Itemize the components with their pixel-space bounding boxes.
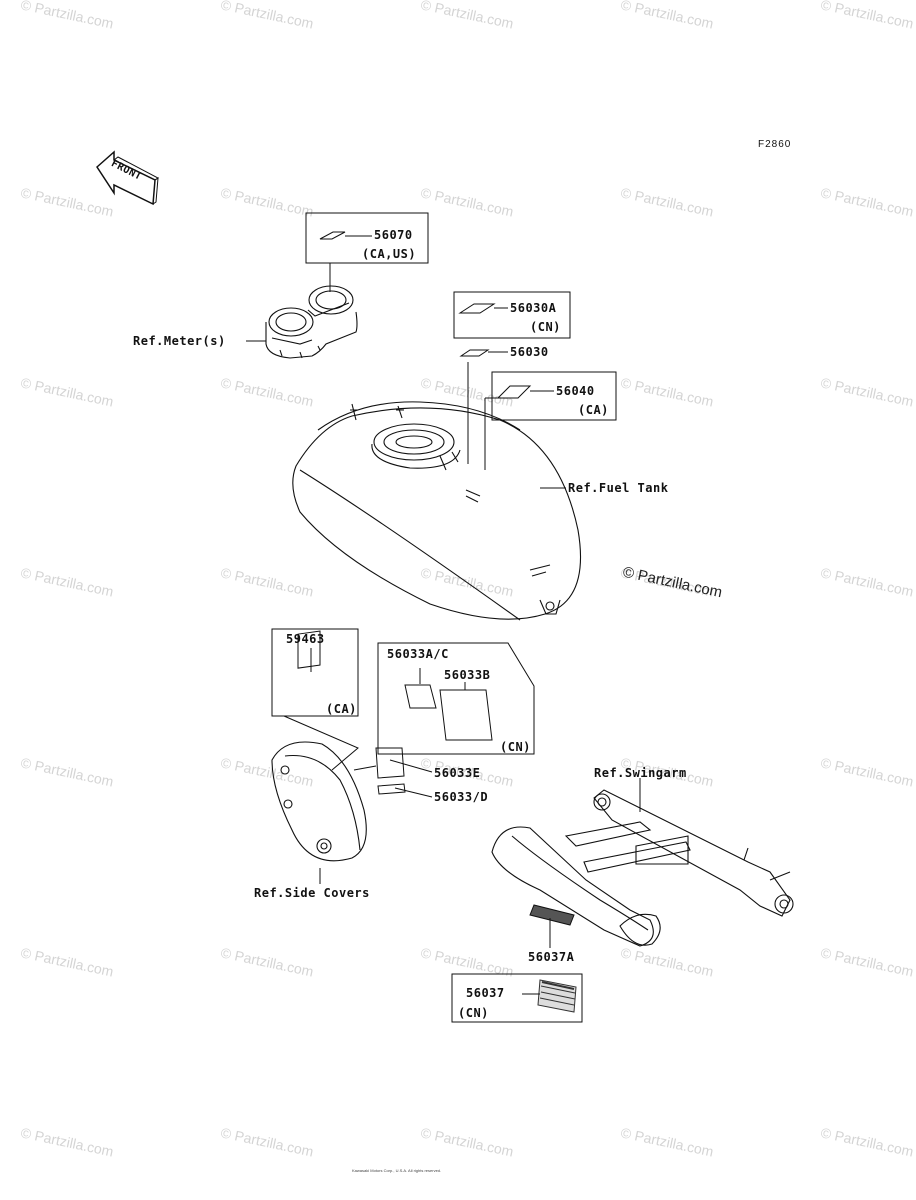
front-arrow-icon	[96, 150, 159, 206]
decal-56037A	[529, 904, 575, 926]
decal-56033E	[375, 747, 405, 779]
part-56070-note: (CA,US)	[362, 247, 417, 261]
callout-box-56070	[305, 212, 429, 264]
ref-fuel-tank[interactable]: Ref.Fuel Tank	[568, 481, 669, 495]
part-56033E[interactable]: 56033E	[434, 766, 481, 780]
callout-box-56030A	[453, 291, 571, 339]
part-56037[interactable]: 56037	[466, 986, 505, 1000]
part-56030[interactable]: 56030	[510, 345, 549, 359]
part-56040-note: (CA)	[578, 403, 609, 417]
part-56037-note: (CN)	[458, 1006, 489, 1020]
decal-56070	[319, 231, 346, 240]
fuel-tank	[292, 401, 582, 621]
part-59463-note: (CA)	[326, 702, 357, 716]
decal-56030	[459, 349, 490, 357]
part-56037A[interactable]: 56037A	[528, 950, 575, 964]
callout-box-59463	[271, 628, 359, 717]
part-56033B[interactable]: 56033B	[444, 668, 491, 682]
callout-box-56037	[451, 973, 583, 1023]
decal-56033A	[404, 684, 437, 709]
meter-assembly	[265, 285, 358, 359]
ref-swingarm[interactable]: Ref.Swingarm	[594, 766, 687, 780]
swingarm	[491, 789, 794, 947]
part-56030A-note: (CN)	[530, 320, 561, 334]
decal-56030A	[458, 303, 496, 314]
ref-meter[interactable]: Ref.Meter(s)	[133, 334, 226, 348]
decal-56037	[537, 979, 577, 1013]
decal-56040	[496, 385, 532, 399]
part-56033D[interactable]: 56033/D	[434, 790, 489, 804]
callout-box-56033	[377, 642, 535, 755]
part-56033AC[interactable]: 56033A/C	[387, 647, 449, 661]
part-56030A[interactable]: 56030A	[510, 301, 557, 315]
copyright-line: Kawasaki Motors Corp., U.S.A. All rights…	[352, 1168, 442, 1173]
callout-box-56040	[491, 371, 617, 421]
ref-side-covers[interactable]: Ref.Side Covers	[254, 886, 370, 900]
side-cover	[271, 741, 367, 862]
decal-56033B	[439, 689, 493, 741]
part-56033-note: (CN)	[500, 740, 531, 754]
part-59463[interactable]: 59463	[286, 632, 325, 646]
decal-56033D	[377, 783, 406, 795]
part-56070[interactable]: 56070	[374, 228, 413, 242]
figure-id: F2860	[758, 139, 792, 150]
decal-59463	[297, 630, 321, 669]
part-56040[interactable]: 56040	[556, 384, 595, 398]
